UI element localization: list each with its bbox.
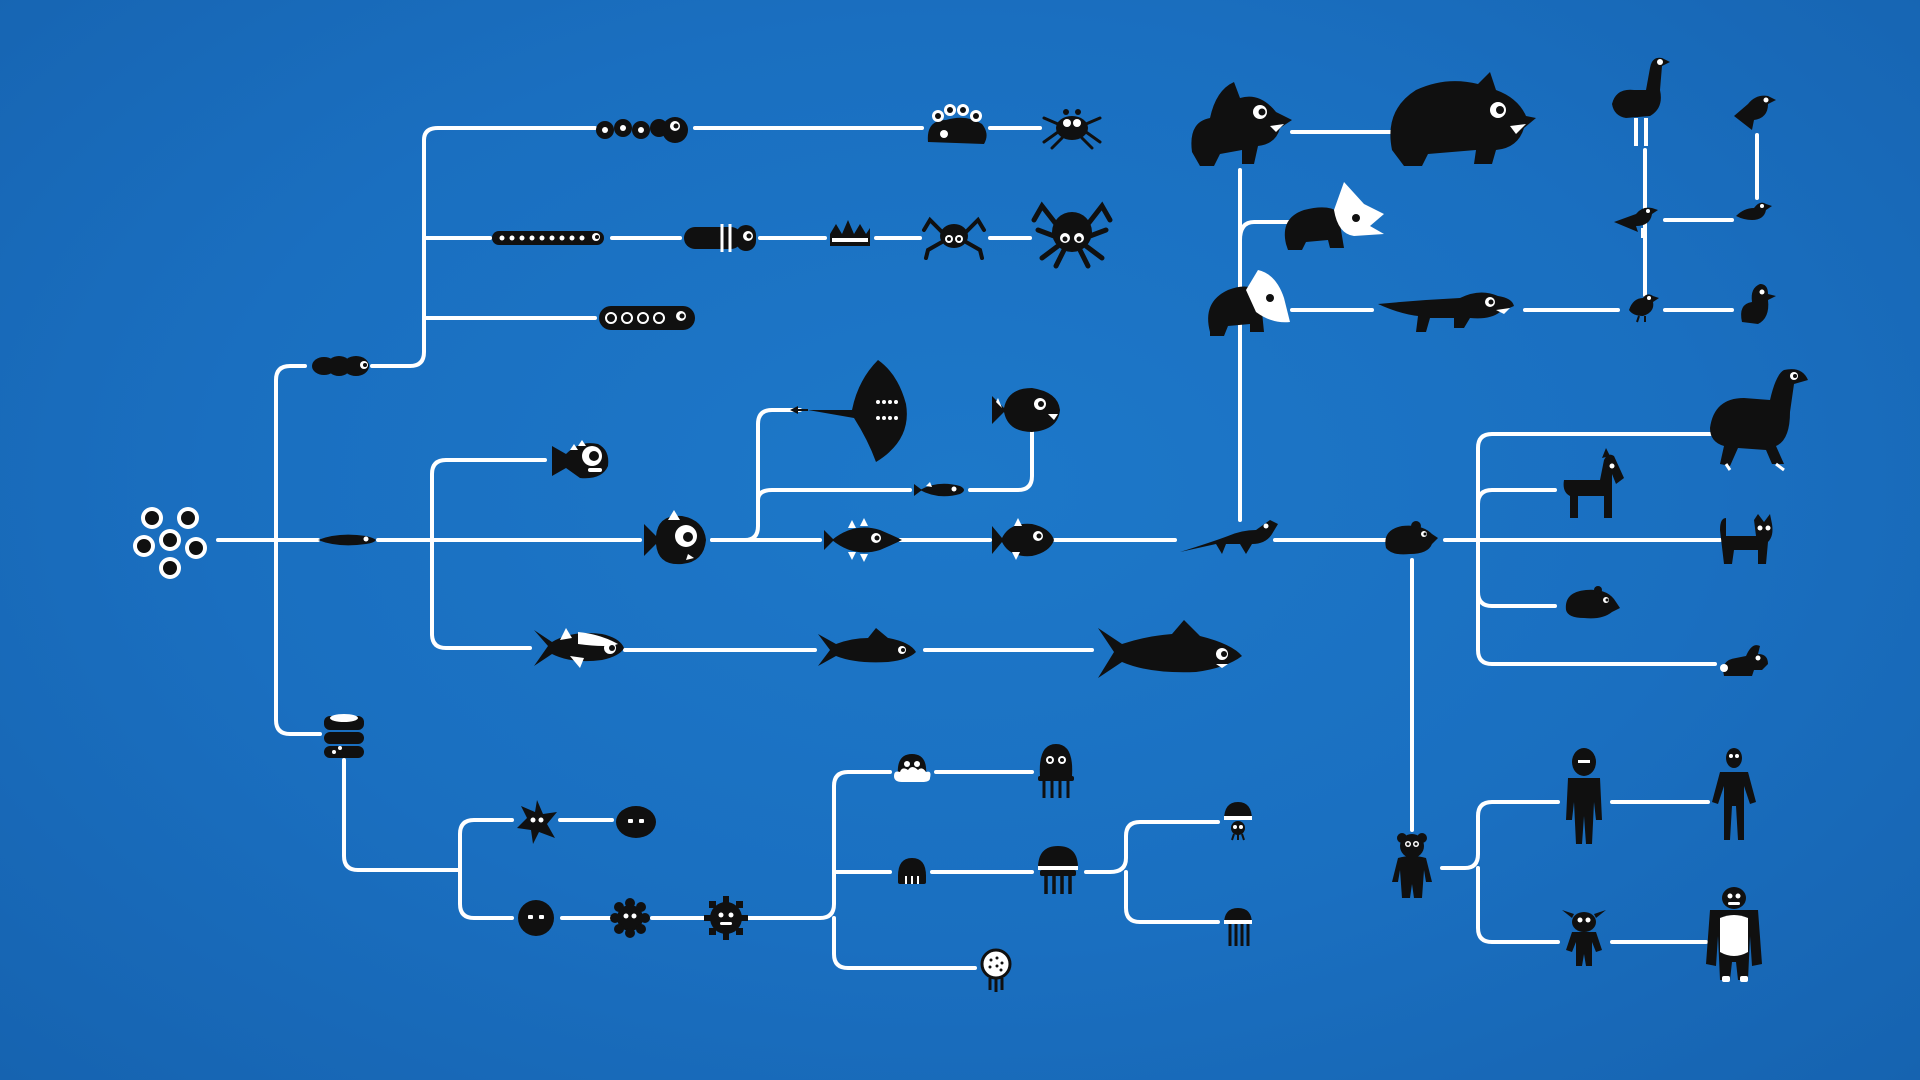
round-fish-icon [644, 510, 706, 565]
centipede-icon [492, 231, 604, 245]
larva-icon [684, 224, 756, 252]
polyp-icon [980, 948, 1012, 992]
edge-large-jelly-out [1084, 820, 1220, 874]
llama-icon [1710, 369, 1808, 472]
crocodile-icon [1378, 292, 1514, 332]
gorilla-icon [1706, 887, 1762, 982]
bird-icon [1734, 95, 1776, 130]
edge-to-tiny-jelly [1124, 870, 1220, 924]
dotted-worm-icon [599, 306, 695, 330]
rodent-icon [1385, 521, 1438, 555]
frilled-dinosaur-icon [1284, 182, 1384, 250]
edge-main-spine [274, 364, 307, 542]
edge-to-polyp [832, 916, 977, 970]
cell-cluster-icon [133, 507, 207, 579]
edge-to-imp [1476, 866, 1560, 944]
hamster-icon [1565, 586, 1620, 619]
spider-icon [922, 216, 986, 260]
spiny-fish-icon [824, 518, 902, 562]
skull-fish-icon [552, 440, 609, 479]
edge-sponge-down [342, 758, 462, 872]
cloud-jelly-icon [894, 754, 931, 782]
edge-to-small-fish [756, 488, 912, 502]
imp-icon [1562, 910, 1606, 966]
spiky-cell-icon [610, 898, 650, 938]
cat-icon [1720, 514, 1773, 564]
small-shark-icon [818, 628, 916, 666]
shield-dinosaur-icon [1208, 270, 1290, 336]
edge-to-tuna [430, 538, 532, 650]
rabbit-icon [1720, 645, 1768, 676]
edge-roundfish-out [710, 408, 802, 542]
tiny-jellyfish-icon [1224, 908, 1252, 946]
edge-to-rabbit [1476, 590, 1717, 666]
tiny-jellyfish-icon [1224, 802, 1252, 841]
multi-eyed-blob-icon [927, 104, 987, 144]
octopus-jelly-icon [1038, 744, 1074, 798]
gear-cell-icon [704, 896, 748, 940]
early-human-icon [1566, 748, 1602, 844]
crab-icon [1042, 109, 1102, 150]
round-cell-icon [518, 900, 554, 936]
duck-icon [1741, 284, 1776, 324]
manta-ray-icon [790, 360, 907, 462]
edge-worm-out [370, 126, 597, 368]
jellyfish-icon [1038, 846, 1078, 894]
ostrich-icon [1612, 57, 1670, 146]
segmented-worm-icon [312, 356, 369, 376]
crown-creature-icon [830, 220, 870, 246]
tuna-icon [534, 628, 624, 668]
creatures [133, 57, 1808, 992]
lizard-icon [1180, 520, 1278, 554]
piranha-icon [992, 388, 1060, 432]
edge-split-to-round [458, 868, 514, 920]
horse-icon [1563, 448, 1624, 518]
large-spider-icon [1031, 201, 1113, 269]
edge-split-lower [458, 818, 514, 872]
sponge-icon [324, 714, 364, 758]
edge-to-horse [1476, 488, 1557, 506]
reef-fish-icon [992, 518, 1054, 560]
bird-icon [1614, 207, 1658, 238]
large-triceratops-icon [1390, 72, 1536, 166]
bead-worm-icon [596, 117, 688, 143]
edge-gear-out [746, 770, 892, 920]
triceratops-icon [1191, 82, 1292, 166]
great-shark-icon [1098, 620, 1242, 678]
chick-icon [1629, 294, 1659, 323]
starfish-icon [517, 800, 557, 844]
eel-icon [318, 534, 376, 546]
monkey-icon [1392, 833, 1432, 898]
edge-to-hamster [1476, 538, 1557, 608]
edge-to-frilled [1238, 220, 1292, 242]
small-jellyfish-icon [898, 858, 926, 884]
bird-icon [1736, 202, 1772, 220]
blob-icon [616, 806, 656, 838]
edge-monkey-out [1440, 800, 1560, 870]
tree-edges [216, 126, 1759, 970]
edge-to-skull-fish [430, 458, 547, 542]
small-fish-icon [914, 482, 964, 497]
edge-spine-lower [274, 538, 322, 736]
edge-smallfish-to-piranha [968, 430, 1034, 492]
human-icon [1712, 748, 1756, 840]
